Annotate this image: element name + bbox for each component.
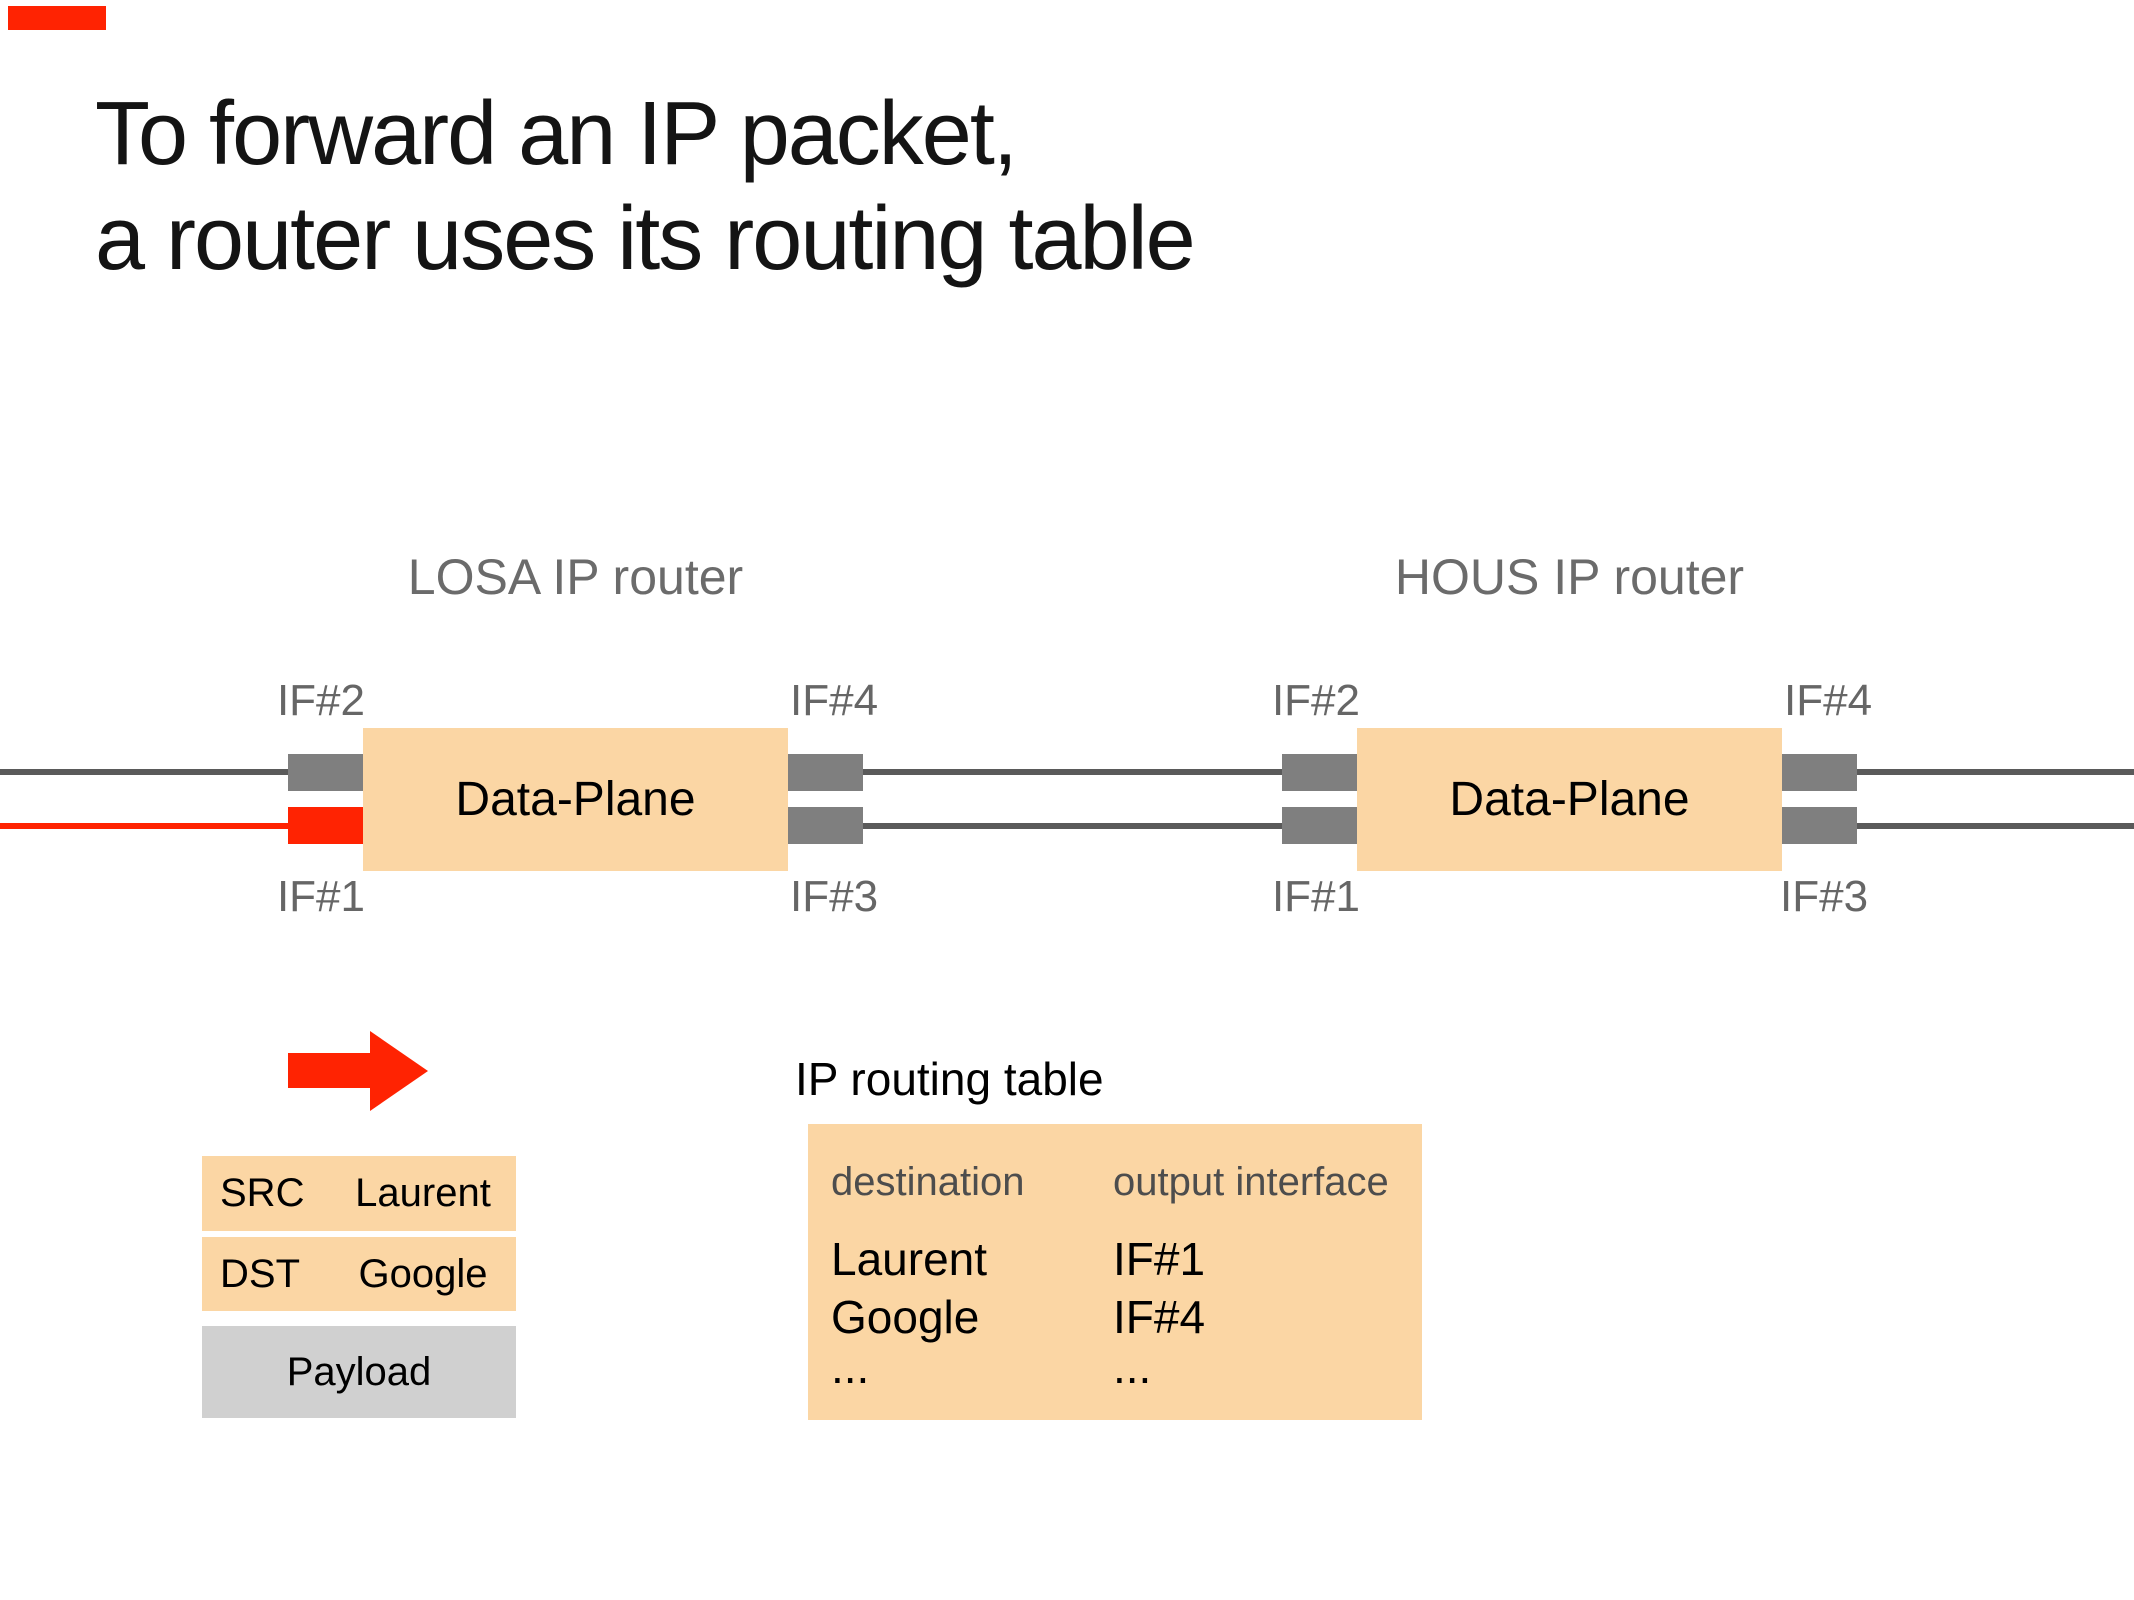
packet-src-field-label: SRC — [220, 1171, 305, 1215]
losa-if3-label: IF#3 — [790, 872, 879, 921]
slide-marker — [8, 6, 106, 30]
link-line-left-bottom-red — [0, 823, 290, 829]
packet-dst-value: Google — [358, 1251, 488, 1296]
link-line-middle-bottom — [861, 823, 1284, 829]
packet-src-value: Laurent — [355, 1171, 491, 1215]
hous-if3-block — [1782, 807, 1857, 844]
packet-dst-field-label: DST — [220, 1251, 300, 1296]
hous-if4-label: IF#4 — [1784, 676, 1873, 725]
routing-table-row-destination: Laurent — [831, 1233, 988, 1285]
routing-table-row-destination: Google — [831, 1291, 980, 1343]
link-line-middle-top — [861, 769, 1284, 775]
packet-payload-label: Payload — [286, 1349, 432, 1394]
losa-data-plane-box: Data-Plane — [363, 728, 788, 871]
hous-if1-block — [1282, 807, 1357, 844]
hous-if1-label: IF#1 — [1271, 872, 1360, 921]
slide-title: To forward an IP packet, a router uses i… — [95, 82, 1595, 293]
link-line-right-top — [1855, 769, 2134, 775]
arrow-body — [288, 1053, 372, 1088]
routing-table-col2-header: output interface — [1113, 1160, 1389, 1204]
arrow-head — [370, 1031, 428, 1111]
hous-if3-label: IF#3 — [1780, 872, 1869, 921]
losa-if3-block — [788, 807, 863, 844]
router-losa-label: LOSA IP router — [407, 549, 744, 605]
losa-data-plane-label: Data-Plane — [455, 773, 696, 826]
hous-if4-block — [1782, 754, 1857, 791]
link-line-right-bottom — [1855, 823, 2134, 829]
hous-if2-block — [1282, 754, 1357, 791]
hous-data-plane-label: Data-Plane — [1449, 773, 1690, 826]
routing-table-row-interface: ... — [1113, 1341, 1152, 1393]
routing-table-title: IP routing table — [795, 1053, 1104, 1105]
losa-if1-label: IF#1 — [276, 872, 365, 921]
routing-table-row-interface: IF#4 — [1113, 1291, 1206, 1343]
packet-src-row: SRC Laurent — [202, 1156, 516, 1231]
hous-data-plane-box: Data-Plane — [1357, 728, 1782, 871]
router-hous-label: HOUS IP router — [1394, 549, 1745, 605]
losa-if4-label: IF#4 — [790, 676, 879, 725]
routing-table-row-destination: ... — [831, 1341, 870, 1393]
routing-table-row-interface: IF#1 — [1113, 1233, 1206, 1285]
packet-payload-row: Payload — [202, 1326, 516, 1418]
link-line-left-top — [0, 769, 290, 775]
routing-table-col1-header: destination — [831, 1160, 1025, 1204]
slide-title-line1: To forward an IP packet, — [95, 84, 1018, 184]
hous-if2-label: IF#2 — [1271, 676, 1360, 725]
routing-table-box: destination output interface Laurent IF#… — [808, 1124, 1422, 1420]
losa-if1-block-red — [288, 807, 363, 844]
losa-if2-label: IF#2 — [276, 676, 365, 725]
packet-dst-row: DST Google — [202, 1237, 516, 1311]
slide-title-line2: a router uses its routing table — [95, 189, 1196, 290]
losa-if4-block — [788, 754, 863, 791]
losa-if2-block — [288, 754, 363, 791]
